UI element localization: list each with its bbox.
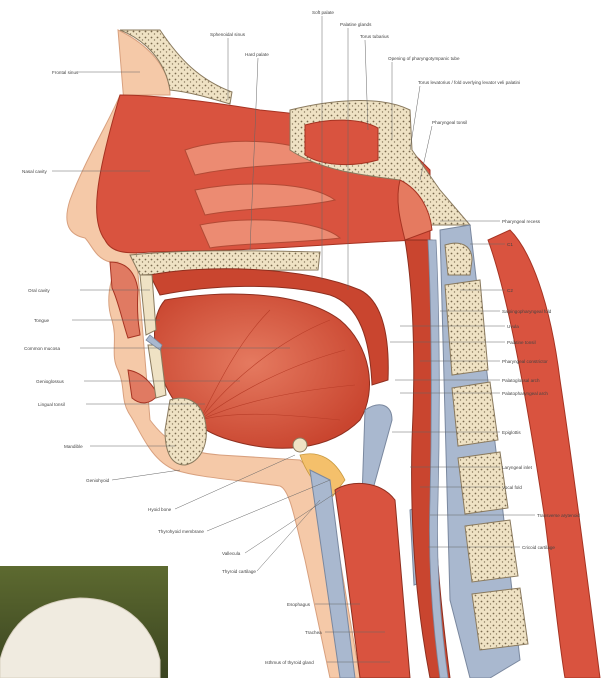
label-torus-tubarius: Torus tubarius [360, 34, 390, 39]
label-geniohyoid: Geniohyoid [86, 478, 110, 483]
label-uvula: Uvula [507, 324, 519, 329]
sphenoidal-sinus [305, 120, 378, 165]
photo-inset [0, 566, 168, 678]
label-pharyngeal-constrictor: Pharyngeal constrictor [502, 359, 548, 364]
label-vallecula: Vallecula [222, 551, 241, 556]
hyoid-bone-shape [293, 438, 307, 452]
label-sphenoidal-sinus: Sphenoidal sinus [210, 32, 246, 37]
label-palatine-glands: Palatine glands [340, 22, 372, 27]
label-c1: C1 [507, 242, 513, 247]
label-palatoglossal-arch: Palatoglossal arch [502, 378, 540, 383]
label-hard-palate: Hard palate [245, 52, 269, 57]
label-torus-levatorius: Torus levatorius / fold overlying levato… [418, 80, 520, 85]
label-esophagus: Esophagus [287, 602, 311, 607]
vertebra-c3 [452, 382, 498, 446]
label-laryngeal-inlet: Laryngeal inlet [502, 465, 533, 470]
label-transverse-arytenoid: Transverse arytenoid [537, 513, 580, 518]
label-common-mucosa: Common mucosa [24, 346, 60, 351]
label-opening-pharyngotympanic-tube: Opening of pharyngotympanic tube [388, 56, 460, 61]
label-salpingopharyngeal-fold: Salpingopharyngeal fold [502, 309, 552, 314]
label-mandible: Mandible [64, 444, 83, 449]
label-palatopharyngeal-arch: Palatopharyngeal arch [502, 391, 548, 396]
label-epiglottis: Epiglottis [502, 430, 521, 435]
label-frontal-sinus: Frontal sinus [52, 70, 79, 75]
label-pharyngeal-tonsil: Pharyngeal tonsil [432, 120, 467, 125]
label-isthmus-thyroid: Isthmus of thyroid gland [265, 660, 314, 665]
label-palatine-tonsil: Palatine tonsil [507, 340, 536, 345]
vertebra-c4 [458, 452, 508, 514]
vertebra-c5 [465, 520, 518, 582]
label-vocal-fold: Vocal fold [502, 485, 522, 490]
label-thyrohyoid-membrane: Thyrohyoid membrane [158, 529, 204, 534]
label-hyoid-bone: Hyoid bone [148, 507, 172, 512]
label-oral-cavity: Oral cavity [28, 288, 50, 293]
label-trachea: Trachea [305, 630, 322, 635]
vertebra-c6 [472, 588, 528, 650]
label-genioglossus: Genioglossus [36, 379, 65, 384]
label-lingual-tonsil: Lingual tonsil [38, 402, 65, 407]
label-soft-palate: Soft palate [312, 10, 334, 15]
label-tongue: Tongue [34, 318, 50, 323]
mandible-bone [165, 398, 206, 465]
label-thyroid-cartilage: Thyroid cartilage [222, 569, 256, 574]
label-pharyngeal-recess: Pharyngeal recess [502, 219, 541, 224]
label-nasal-cavity: Nasal cavity [22, 169, 47, 174]
label-c2: C2 [507, 288, 513, 293]
label-cricoid-cartilage: Cricoid cartilage [522, 545, 555, 550]
vertebra-c1 [445, 243, 472, 275]
